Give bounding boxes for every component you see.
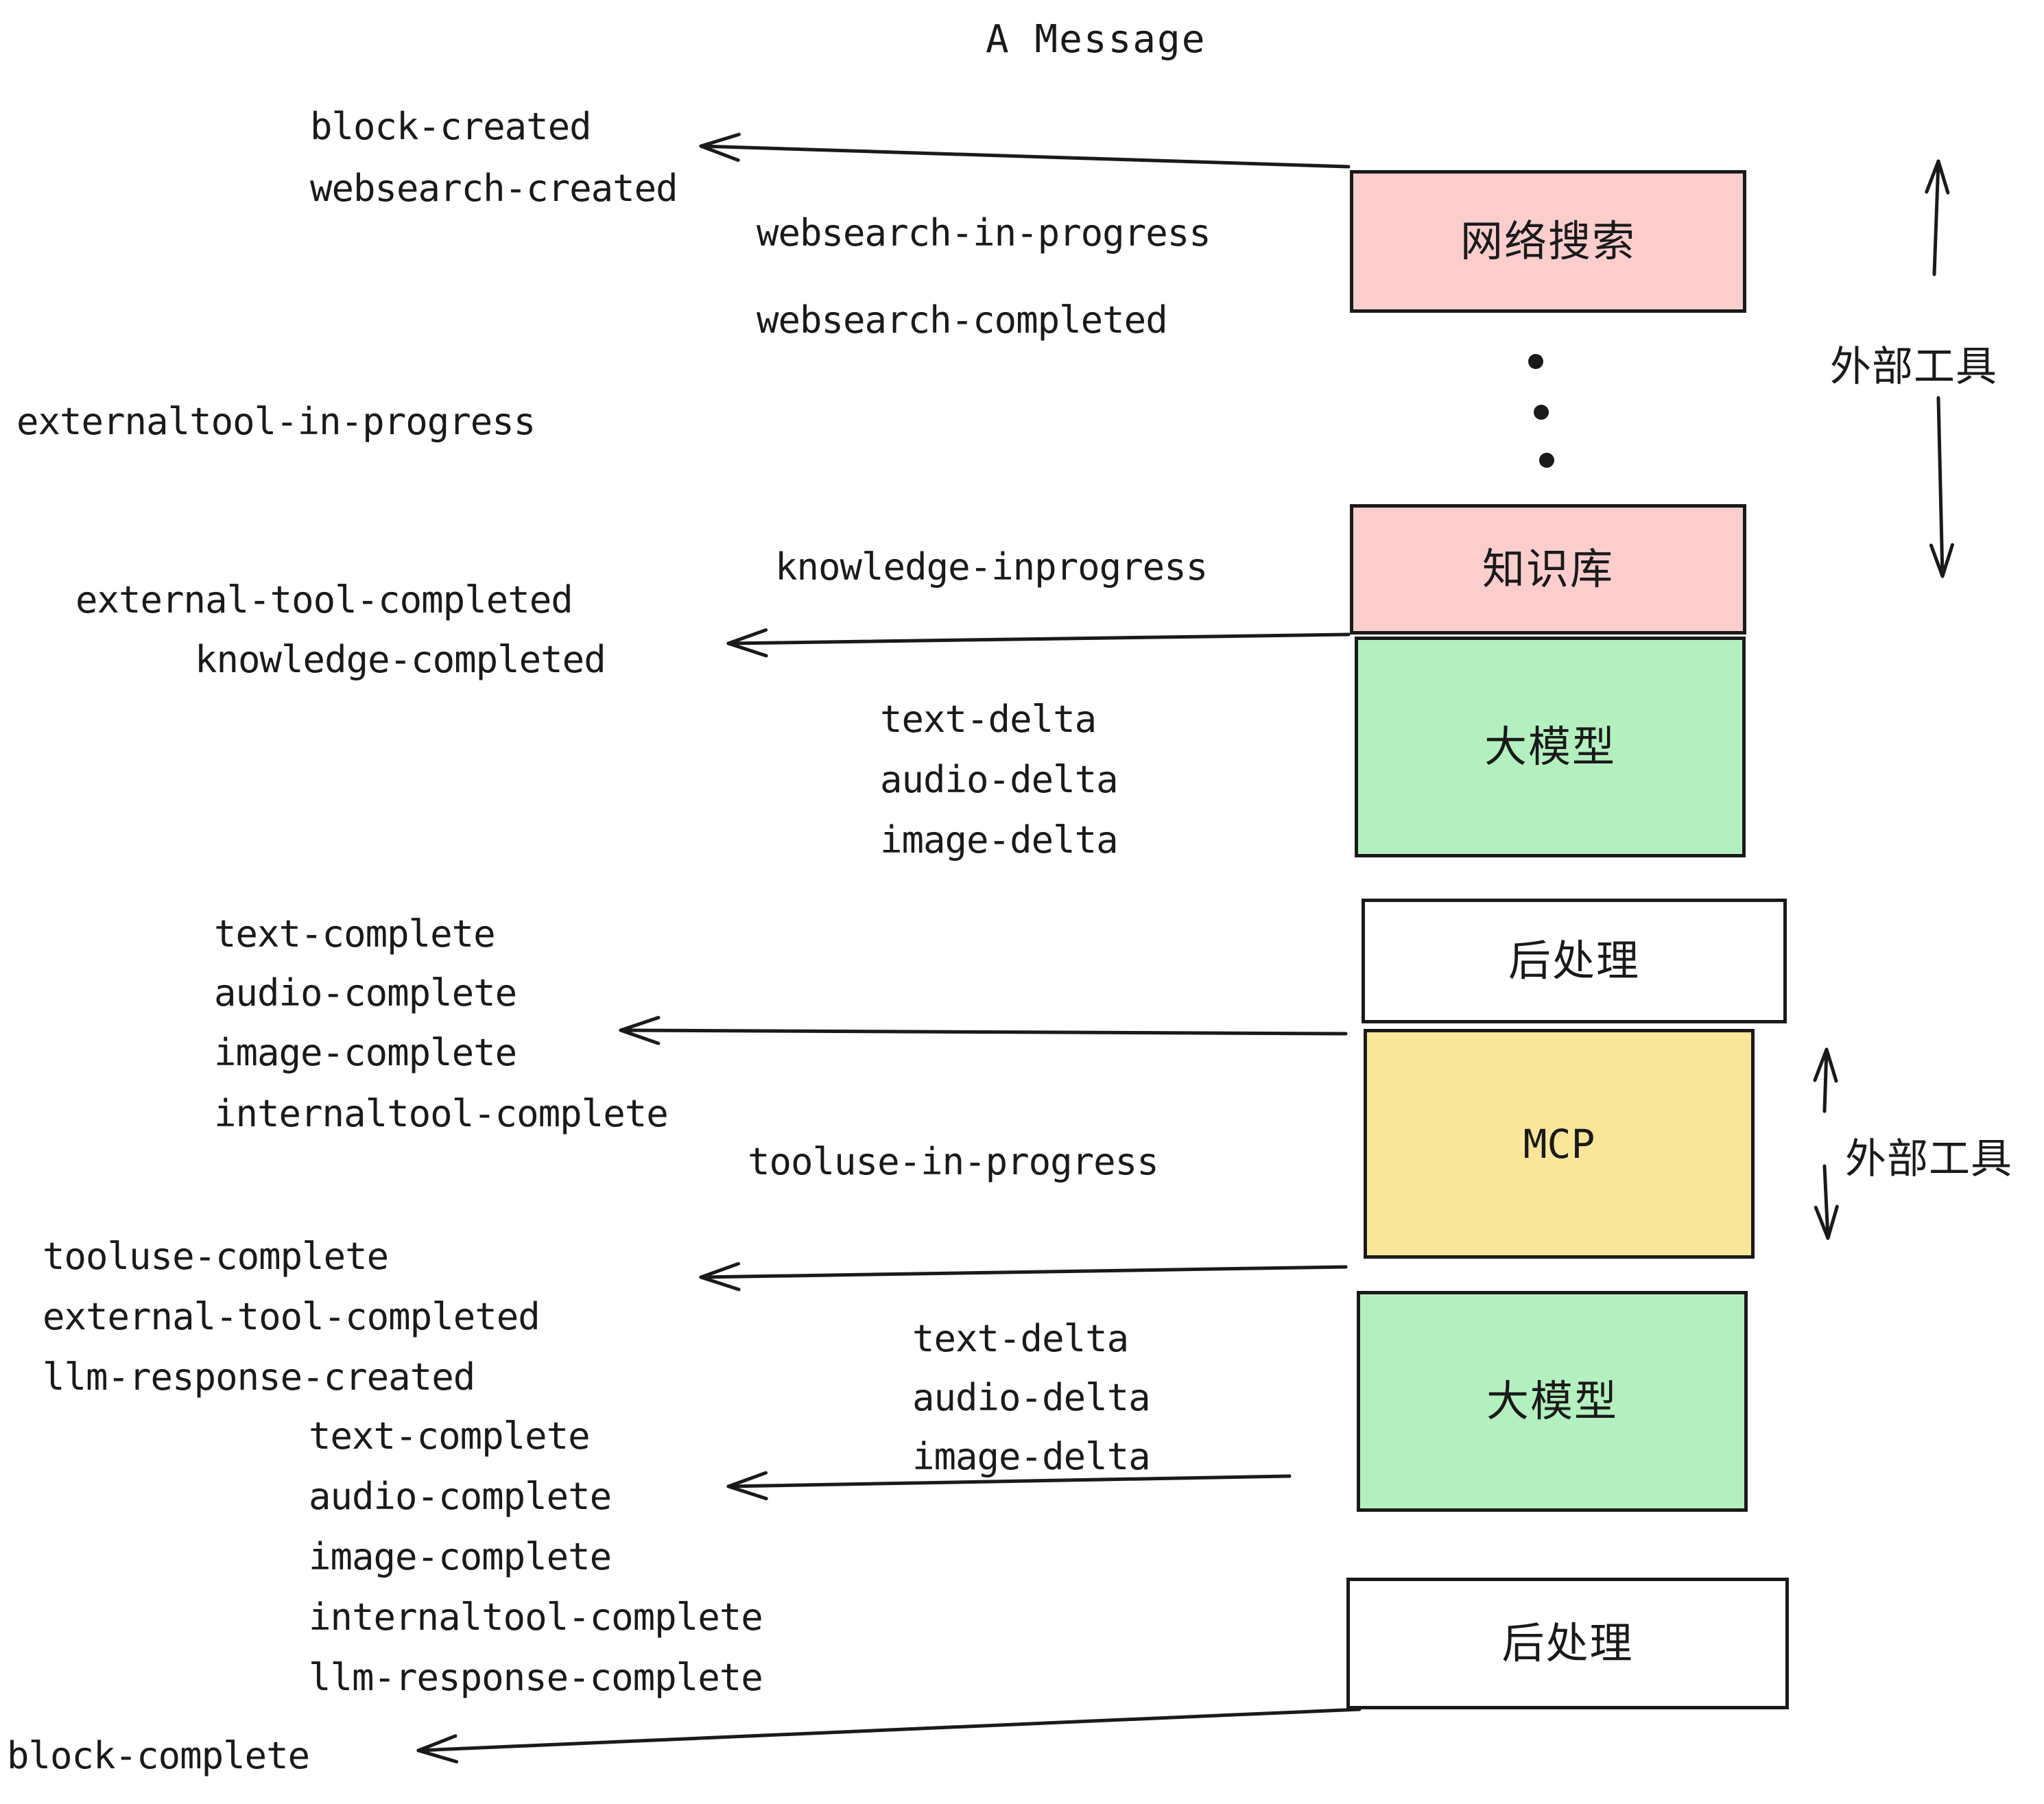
event-label-internaltool-complete-2: internaltool-complete — [309, 1595, 763, 1639]
event-label-image-complete-2: image-complete — [309, 1535, 612, 1578]
event-label-external-tool-completed-2: external-tool-completed — [43, 1295, 540, 1338]
connector-arrow-knowledge-completed — [726, 628, 1351, 658]
group-external-tools-arrow-down-1 — [1929, 396, 1955, 578]
box-mcp: MCP — [1364, 1029, 1755, 1259]
event-label-audio-delta-2: audio-delta — [912, 1376, 1151, 1419]
box-label-mcp: MCP — [1523, 1120, 1595, 1167]
event-label-websearch-created: websearch-created — [310, 167, 678, 210]
ellipsis-dot-2 — [1534, 405, 1549, 420]
box-label-llm-bottom: 大模型 — [1486, 1376, 1618, 1426]
box-knowledge: 知识库 — [1350, 504, 1746, 634]
event-label-websearch-in-progress: websearch-in-progress — [757, 211, 1211, 254]
box-postprocess-bottom: 后处理 — [1346, 1578, 1789, 1709]
side-label-external-tools-lower: 外部工具 — [1845, 1135, 2012, 1183]
box-label-websearch: 网络搜索 — [1460, 216, 1636, 266]
box-label-knowledge: 知识库 — [1482, 544, 1614, 594]
event-label-image-complete-1: image-complete — [214, 1031, 517, 1074]
event-label-llm-response-complete: llm-response-complete — [309, 1656, 763, 1699]
ellipsis-dot-3 — [1539, 453, 1554, 468]
group-external-tools-arrow-down-2 — [1814, 1164, 1839, 1240]
group-external-tools-arrow-up-2 — [1813, 1047, 1838, 1113]
event-label-externaltool-in-progress: externaltool-in-progress — [16, 400, 536, 443]
event-label-llm-response-created: llm-response-created — [43, 1355, 475, 1399]
connector-arrow-tooluse-complete — [699, 1261, 1348, 1292]
connector-arrow-block-created — [699, 132, 1351, 169]
connector-arrow-block-complete — [416, 1707, 1362, 1764]
event-label-text-delta-2: text-delta — [912, 1317, 1129, 1360]
ellipsis-dot-1 — [1528, 354, 1543, 369]
box-label-postprocess-top: 后处理 — [1508, 936, 1640, 986]
event-label-knowledge-inprogress: knowledge-inprogress — [775, 545, 1208, 589]
event-label-image-delta-1: image-delta — [880, 818, 1119, 862]
box-websearch: 网络搜索 — [1350, 170, 1746, 313]
event-label-text-delta-1: text-delta — [880, 698, 1097, 741]
event-label-block-complete: block-complete — [7, 1734, 310, 1777]
page-title: A Message — [986, 17, 1207, 62]
event-label-block-created: block-created — [310, 105, 592, 148]
event-label-tooluse-complete: tooluse-complete — [43, 1235, 389, 1278]
event-label-audio-delta-1: audio-delta — [880, 758, 1119, 801]
event-label-audio-complete-1: audio-complete — [214, 971, 517, 1014]
event-label-knowledge-completed: knowledge-completed — [195, 638, 606, 681]
box-postprocess-top: 后处理 — [1362, 899, 1787, 1023]
box-label-llm-top: 大模型 — [1484, 722, 1616, 772]
box-llm-top: 大模型 — [1355, 637, 1746, 857]
event-label-image-delta-2: image-delta — [912, 1435, 1151, 1478]
side-label-external-tools-upper: 外部工具 — [1830, 343, 1997, 391]
event-label-text-complete-2: text-complete — [309, 1414, 591, 1458]
connector-arrow-image-complete — [619, 1015, 1348, 1045]
event-label-tooluse-in-progress: tooluse-in-progress — [748, 1140, 1159, 1183]
event-label-text-complete-1: text-complete — [214, 912, 496, 956]
event-label-external-tool-completed-1: external-tool-completed — [75, 578, 573, 621]
event-label-audio-complete-2: audio-complete — [309, 1475, 612, 1518]
box-llm-bottom: 大模型 — [1357, 1291, 1748, 1512]
group-external-tools-arrow-up-1 — [1925, 159, 1950, 276]
event-label-websearch-completed: websearch-completed — [757, 298, 1168, 342]
box-label-postprocess-bottom: 后处理 — [1501, 1618, 1634, 1668]
event-label-internaltool-complete-1: internaltool-complete — [214, 1092, 669, 1135]
